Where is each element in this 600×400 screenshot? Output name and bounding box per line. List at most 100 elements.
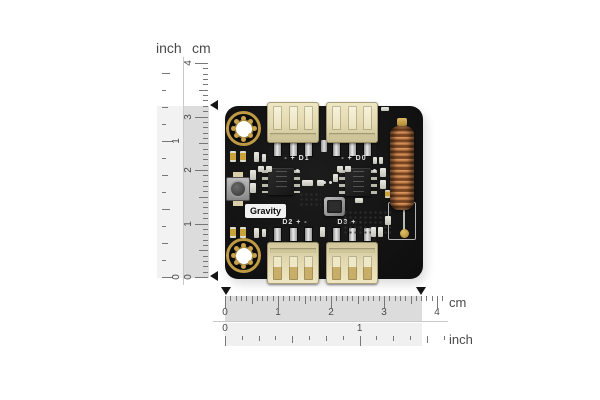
antenna-top-pad xyxy=(397,118,407,126)
inch-tick xyxy=(162,243,168,244)
silkscreen-label-d1: - + D1 xyxy=(284,155,310,162)
inch-tick xyxy=(241,336,243,340)
cm-tick xyxy=(415,296,417,301)
cm-tick xyxy=(394,296,396,301)
pin xyxy=(304,227,313,242)
cm-tick xyxy=(309,296,311,301)
inch-tick xyxy=(162,209,170,210)
cm-tick xyxy=(199,250,208,252)
smd-component xyxy=(266,166,272,172)
cm-tick xyxy=(203,255,208,257)
cm-tick-number: 4 xyxy=(183,60,194,66)
mounting-hole-bottom-left xyxy=(226,238,261,273)
cm-tick xyxy=(203,180,208,182)
cm-tick xyxy=(203,79,208,81)
cm-tick xyxy=(341,296,343,301)
cm-tick xyxy=(331,296,332,308)
smd-component xyxy=(355,198,363,203)
cm-tick xyxy=(195,116,208,118)
connector-latch xyxy=(329,133,375,138)
cm-tick xyxy=(267,296,269,301)
inch-tick xyxy=(162,192,166,193)
cm-tick xyxy=(246,296,248,301)
antenna-wire xyxy=(403,206,405,230)
button-plunger xyxy=(231,182,245,196)
vertical-ruler-inch-header: inch xyxy=(156,40,182,56)
smd-component xyxy=(320,227,325,237)
cm-tick xyxy=(272,296,274,301)
ic-marking xyxy=(352,171,364,193)
cm-tick xyxy=(195,277,208,278)
height-marker-top-icon xyxy=(210,100,218,110)
mounting-hole-gold-dot xyxy=(241,115,246,121)
inch-tick xyxy=(162,226,166,227)
via-dot-grid xyxy=(299,192,321,208)
smd-component xyxy=(379,157,383,164)
cm-tick xyxy=(203,148,208,150)
vertical-ruler-inch-band xyxy=(157,106,183,278)
ic-pins xyxy=(371,170,377,194)
cm-tick xyxy=(251,296,253,304)
mounting-hole-gold-dot xyxy=(248,118,254,124)
smd-component xyxy=(373,169,376,172)
inch-tick xyxy=(162,90,166,91)
connector-slot xyxy=(304,106,313,130)
cm-tick-number: 1 xyxy=(183,220,194,227)
smd-component xyxy=(321,140,327,152)
height-marker-bottom-icon xyxy=(210,271,218,281)
cm-tick xyxy=(199,196,208,198)
inch-tick xyxy=(162,73,170,74)
inch-tick xyxy=(162,158,166,159)
cm-tick xyxy=(442,296,444,301)
smd-component xyxy=(262,154,266,162)
cm-tick-number: 0 xyxy=(183,274,194,280)
cm-tick xyxy=(203,244,208,246)
cm-tick xyxy=(426,296,428,301)
smd-component xyxy=(371,227,376,237)
horizontal-ruler-cm-label: cm xyxy=(449,295,467,310)
mounting-hole-gold-dot xyxy=(233,245,239,251)
connector-slot xyxy=(304,256,313,280)
smd-component xyxy=(317,180,324,186)
cm-tick xyxy=(304,296,306,304)
ic-chip-left xyxy=(262,168,300,195)
smd-component xyxy=(258,166,264,172)
vertical-ruler-divider xyxy=(183,57,184,285)
cm-tick xyxy=(256,296,258,301)
inch-tick-number: 0 xyxy=(222,323,228,334)
cm-tick xyxy=(315,296,317,301)
connector-latch xyxy=(270,133,316,138)
mounting-hole-gold-dot xyxy=(233,260,239,266)
ic-marking xyxy=(275,171,287,192)
inch-tick xyxy=(162,260,166,261)
cm-tick xyxy=(203,186,208,188)
mounting-hole-bore xyxy=(235,120,252,137)
cm-tick xyxy=(240,296,242,301)
cm-tick xyxy=(203,132,208,134)
crystal-lid xyxy=(327,200,342,213)
cm-tick xyxy=(293,296,295,301)
mounting-hole-gold-dot xyxy=(241,136,246,142)
cm-tick xyxy=(373,296,375,301)
horizontal-ruler-inch-band xyxy=(225,323,422,346)
connector-pins-bottom-left xyxy=(269,227,317,243)
cm-tick xyxy=(203,239,208,241)
cm-tick xyxy=(199,143,208,145)
cm-tick xyxy=(203,191,208,193)
cm-tick xyxy=(203,105,208,107)
ic-pins xyxy=(339,170,345,194)
mounting-hole-gold-dot xyxy=(241,263,246,269)
pcb-board: - + D1 - + D0 D2 + - D3 + - Gravity xyxy=(225,102,423,284)
ic-chip-right xyxy=(339,168,377,196)
inch-tick xyxy=(393,336,395,341)
mounting-hole-gold-dot xyxy=(248,260,254,266)
button-solder-tab xyxy=(233,201,243,206)
mounting-hole-top-left xyxy=(226,111,261,146)
cm-tick xyxy=(368,296,370,301)
cm-tick xyxy=(203,137,208,139)
cm-tick-number: 0 xyxy=(222,307,228,318)
cm-tick xyxy=(203,159,208,161)
smd-component xyxy=(380,168,386,177)
cm-tick xyxy=(405,296,407,301)
via-dot-grid xyxy=(343,210,391,236)
